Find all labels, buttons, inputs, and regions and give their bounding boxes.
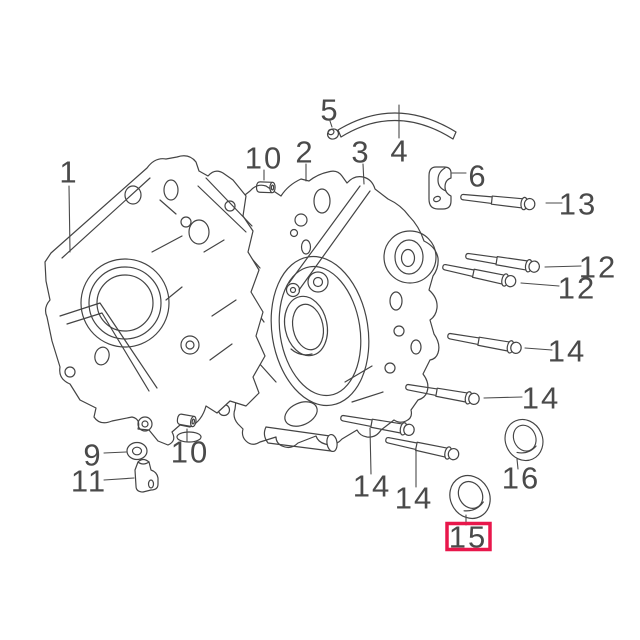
breather-hose xyxy=(337,112,457,140)
callout-15-highlighted[interactable]: 15 xyxy=(449,520,487,555)
callout-14-4[interactable]: 14 xyxy=(395,481,433,516)
callout-14-1[interactable]: 14 xyxy=(548,334,586,369)
callout-10-lower[interactable]: 10 xyxy=(171,435,209,470)
callout-3[interactable]: 3 xyxy=(351,135,370,170)
callout-14-2[interactable]: 14 xyxy=(522,381,560,416)
callout-9[interactable]: 9 xyxy=(83,438,102,473)
callout-4[interactable]: 4 xyxy=(390,134,409,169)
callout-11[interactable]: 11 xyxy=(71,464,107,499)
left-crankcase-half xyxy=(44,155,266,446)
callout-2[interactable]: 2 xyxy=(295,135,314,170)
callout-12-lower[interactable]: 12 xyxy=(558,271,596,306)
right-crankcase-half xyxy=(217,170,440,453)
callout-12-upper[interactable]: 12 xyxy=(579,250,617,285)
callout-13[interactable]: 13 xyxy=(559,187,597,222)
callout-1[interactable]: 1 xyxy=(59,155,78,190)
washer xyxy=(126,441,148,461)
callout-10-upper[interactable]: 10 xyxy=(245,141,283,176)
highlight-box-15 xyxy=(445,521,492,552)
callout-16[interactable]: 16 xyxy=(502,461,540,496)
callout-14-3[interactable]: 14 xyxy=(353,469,391,504)
callout-6[interactable]: 6 xyxy=(468,159,487,194)
leader-lines xyxy=(68,104,582,526)
hose-clip xyxy=(326,128,340,140)
callout-5[interactable]: 5 xyxy=(320,93,339,128)
bracket xyxy=(428,166,452,210)
elbow-fitting xyxy=(134,458,159,493)
